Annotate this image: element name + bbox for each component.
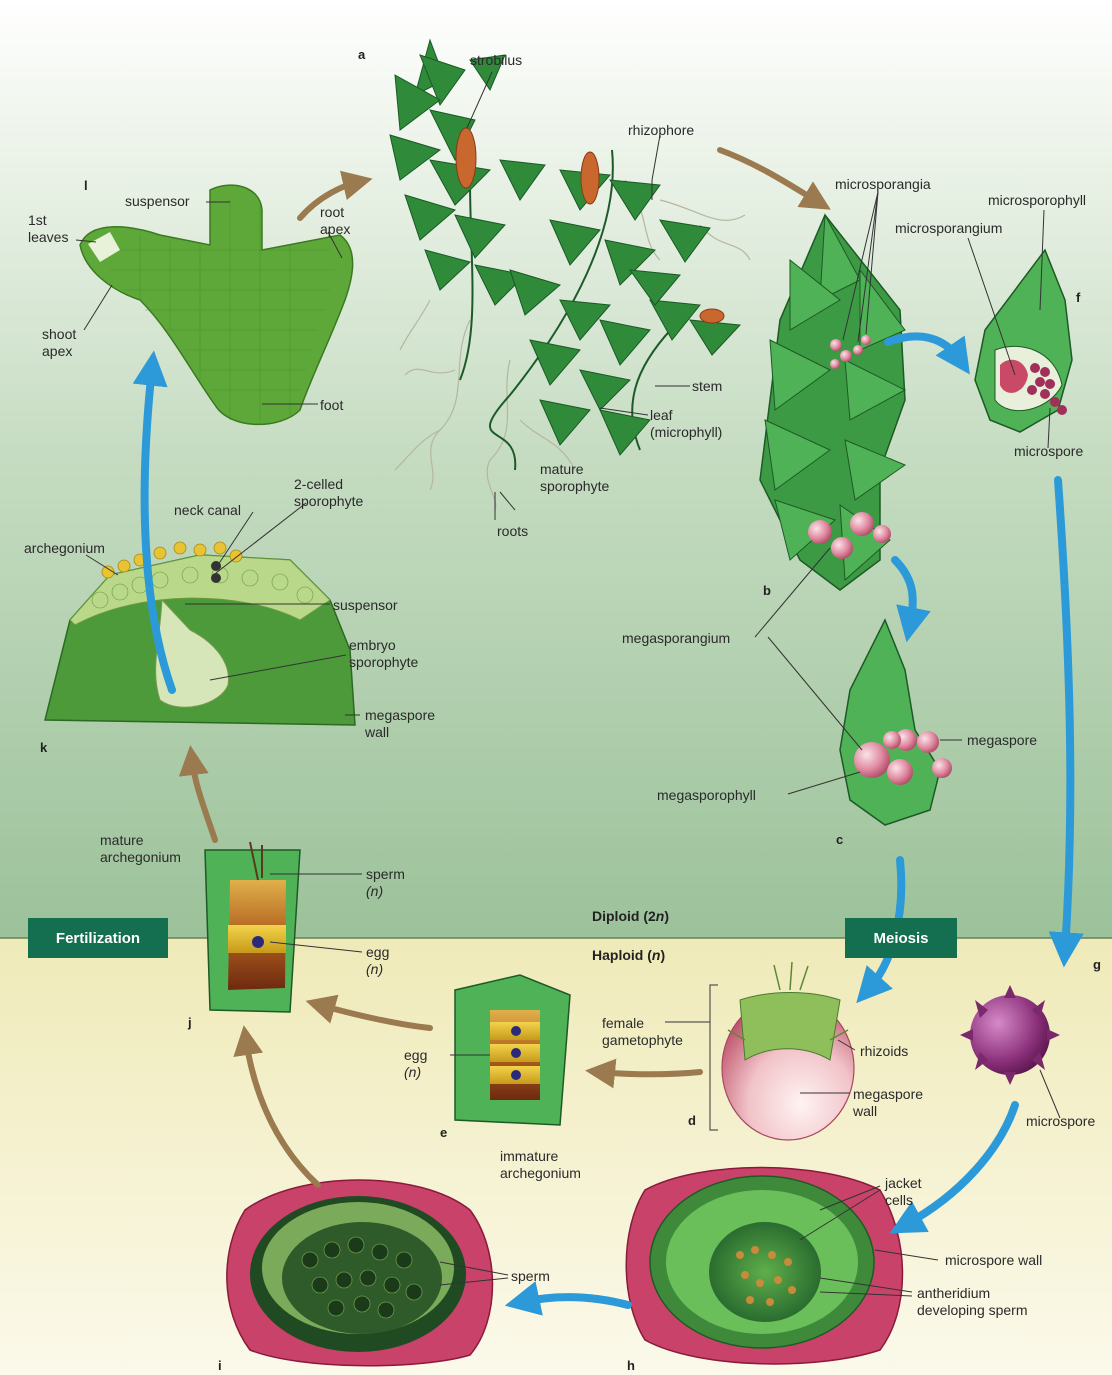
label-microspore-wall: microspore wall xyxy=(945,1252,1042,1269)
mature-archegonium-illustration xyxy=(205,842,300,1012)
label-rhizoids: rhizoids xyxy=(860,1043,908,1060)
label-foot: foot xyxy=(320,397,343,414)
label-megaspore: megaspore xyxy=(967,732,1037,749)
meiosis-banner: Meiosis xyxy=(845,918,957,958)
stage-letter-e: e xyxy=(440,1125,447,1140)
stage-letter-j: j xyxy=(188,1015,192,1030)
microspore-illustration xyxy=(960,985,1060,1085)
label-two-celled-sporophyte: 2-celled sporophyte xyxy=(294,476,363,510)
stage-letter-f: f xyxy=(1076,290,1080,305)
label-mature-sporophyte: mature sporophyte xyxy=(540,461,609,495)
label-megasporangium: megasporangium xyxy=(622,630,730,647)
label-shoot-apex: shoot apex xyxy=(42,326,76,360)
label-female-gametophyte: female gametophyte xyxy=(602,1015,683,1049)
label-root-apex: root apex xyxy=(320,204,350,238)
fertilization-banner: Fertilization xyxy=(28,918,168,958)
diploid-label: Diploid (2n) xyxy=(592,908,669,924)
label-microspore-g: microspore xyxy=(1026,1113,1095,1130)
label-strobilus: strobilus xyxy=(470,52,522,69)
stage-letter-g: g xyxy=(1093,957,1101,972)
antheridium-illustration xyxy=(626,1168,902,1364)
label-leaf-microphyll: leaf (microphyll) xyxy=(650,407,722,441)
label-antheridium-developing-sperm: antheridium developing sperm xyxy=(917,1285,1028,1319)
stage-letter-c: c xyxy=(836,832,843,847)
label-immature-archegonium: immature archegonium xyxy=(500,1148,581,1182)
label-jacket-cells: jacket cells xyxy=(885,1175,922,1209)
stage-letter-d: d xyxy=(688,1113,696,1128)
label-microsporangia: microsporangia xyxy=(835,176,931,193)
label-suspensor-k: suspensor xyxy=(333,597,398,614)
label-neck-canal: neck canal xyxy=(174,502,241,519)
label-roots: roots xyxy=(497,523,528,540)
meiosis-label: Meiosis xyxy=(873,930,928,947)
stage-letter-b: b xyxy=(763,583,771,598)
label-stem: stem xyxy=(692,378,722,395)
stage-letter-a: a xyxy=(358,47,365,62)
fertilization-label: Fertilization xyxy=(56,930,140,947)
label-egg-e: egg (n) xyxy=(404,1047,427,1081)
label-sperm-i: sperm xyxy=(511,1268,550,1285)
label-megaspore-wall-d: megaspore wall xyxy=(853,1086,923,1120)
label-megaspore-wall-k: megaspore wall xyxy=(365,707,435,741)
label-megasporophyll: megasporophyll xyxy=(657,787,756,804)
stage-letter-i: i xyxy=(218,1358,222,1373)
label-rhizophore: rhizophore xyxy=(628,122,694,139)
arrow-d-to-e xyxy=(600,1072,700,1074)
immature-archegonium-illustration xyxy=(455,975,570,1125)
stage-letter-l: l xyxy=(84,178,88,193)
label-embryo-sporophyte: embryo sporophyte xyxy=(349,637,418,671)
stage-letter-k: k xyxy=(40,740,47,755)
label-microspore-f: microspore xyxy=(1014,443,1083,460)
label-mature-archegonium: mature archegonium xyxy=(100,832,181,866)
label-archegonium: archegonium xyxy=(24,540,105,557)
label-suspensor-l: suspensor xyxy=(125,193,190,210)
label-sperm-j: sperm (n) xyxy=(366,866,405,900)
stage-letter-h: h xyxy=(627,1358,635,1373)
label-microsporophyll: microsporophyll xyxy=(988,192,1086,209)
sperm-release-illustration xyxy=(227,1180,493,1366)
haploid-label: Haploid (n) xyxy=(592,947,665,963)
label-microsporangium: microsporangium xyxy=(895,220,1002,237)
label-first-leaves: 1st leaves xyxy=(28,212,68,246)
label-egg-j: egg (n) xyxy=(366,944,389,978)
